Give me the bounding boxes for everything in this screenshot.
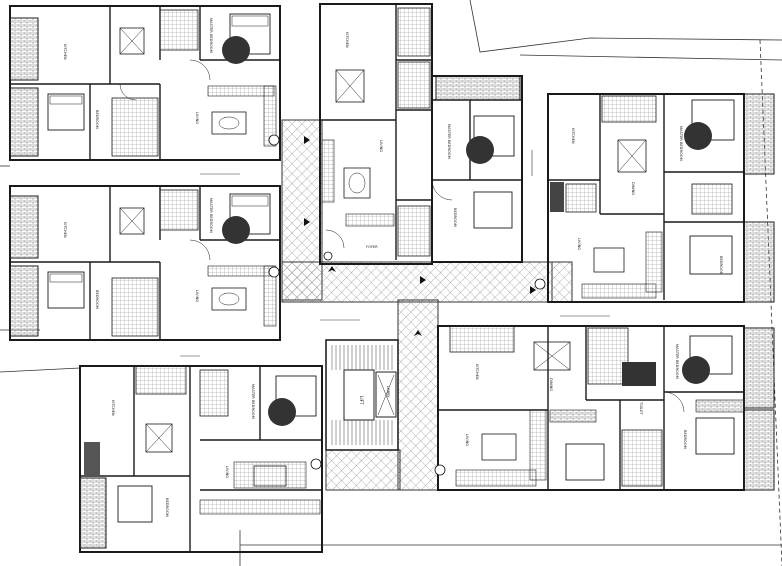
unit-f-dining: DINING <box>631 182 635 195</box>
unit-a-kitchen: KITCHEN <box>63 44 67 60</box>
unit-d <box>319 3 433 265</box>
unit-b-living: LIVING <box>195 290 199 302</box>
lift-label: LIFT <box>359 396 364 405</box>
unit-g-kitchen: KITCHEN <box>475 364 479 380</box>
entry-markers <box>268 134 546 476</box>
unit-d-kitchen: KITCHEN <box>345 32 349 48</box>
unit-f-kitchen: KITCHEN <box>571 128 575 144</box>
unit-b-bedroom: BEDROOM <box>95 290 99 309</box>
unit-e-master-bedroom: MASTER BEDROOM <box>447 124 451 159</box>
unit-a-bedroom: BEDROOM <box>95 110 99 129</box>
unit-f <box>547 93 775 303</box>
unit-g-dining: DINING <box>549 378 553 391</box>
central-corridor <box>281 119 573 491</box>
unit-d-foyer: FOYER <box>366 245 378 249</box>
unit-c-kitchen: KITCHEN <box>111 400 115 416</box>
unit-g-master-bedroom: MASTER BEDROOM <box>675 344 679 379</box>
unit-e <box>431 75 523 263</box>
stair-core <box>325 339 399 451</box>
unit-b-kitchen: KITCHEN <box>63 222 67 238</box>
unit-a <box>9 5 281 161</box>
corridor-marks <box>180 150 610 357</box>
unit-g-living: LIVING <box>465 434 469 446</box>
unit-g-toilet: TOILET <box>639 401 643 415</box>
unit-e-bedroom: BEDROOM <box>453 208 457 227</box>
unit-b-master-bedroom: MASTER BEDROOM <box>209 198 213 233</box>
unit-c <box>79 365 323 553</box>
unit-c-living: LIVING <box>225 466 229 478</box>
unit-f-living: LIVING <box>577 238 581 250</box>
unit-c-bedroom: BEDROOM <box>165 498 169 517</box>
unit-b <box>9 185 281 341</box>
unit-d-living: LIVING <box>379 140 383 152</box>
unit-g <box>437 325 775 491</box>
unit-f-bedroom: BEDROOM <box>719 256 723 275</box>
unit-a-living: LIVING <box>195 112 199 124</box>
arrow-icons <box>304 136 536 336</box>
unit-c-master-bedroom: MASTER BEDROOM <box>251 384 255 419</box>
lobby-label: LOBBY <box>386 386 390 398</box>
unit-f-master-bedroom: MASTER BEDROOM <box>679 126 683 161</box>
unit-g-bedroom: BEDROOM <box>683 430 687 449</box>
unit-a-master-bedroom: MASTER BEDROOM <box>209 18 213 53</box>
